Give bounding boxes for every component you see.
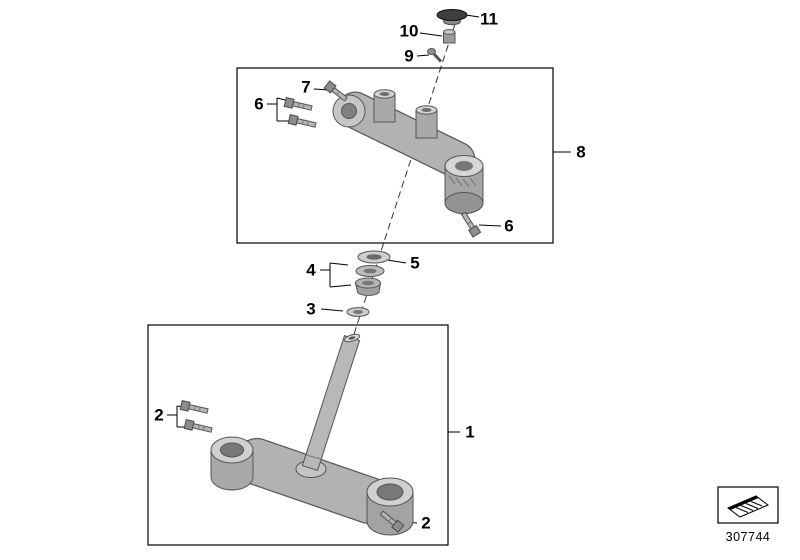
bushing-part xyxy=(443,29,456,44)
clamp-bolt xyxy=(183,418,213,433)
clamp-bolt xyxy=(179,399,209,414)
callout-7[interactable]: 7 xyxy=(301,77,311,97)
callout-2-left[interactable]: 2 xyxy=(154,405,164,425)
callout-1[interactable]: 1 xyxy=(465,422,475,442)
callout-2-bottom[interactable]: 2 xyxy=(421,513,431,533)
callout-4[interactable]: 4 xyxy=(306,260,316,280)
top-washer-part xyxy=(357,250,391,264)
callout-6-right[interactable]: 6 xyxy=(504,216,514,236)
callout-3[interactable]: 3 xyxy=(306,299,316,319)
callout-10[interactable]: 10 xyxy=(399,21,419,41)
callout-5[interactable]: 5 xyxy=(410,253,420,273)
clamp-bolt xyxy=(283,96,313,111)
bearing-rings-part xyxy=(354,265,385,297)
clamp-bolt xyxy=(460,211,482,238)
lower-fork-bridge xyxy=(210,333,414,536)
parts-catalog-logo-icon xyxy=(727,495,769,518)
catalog-logo-box xyxy=(717,486,779,524)
callout-8[interactable]: 8 xyxy=(576,142,586,162)
top-cap-part xyxy=(436,9,468,26)
clamp-bolt xyxy=(379,510,405,533)
upper-assembly-frame xyxy=(236,67,554,244)
small-screw-part xyxy=(427,48,443,63)
seal-ring-part xyxy=(346,307,370,317)
lower-assembly-frame xyxy=(147,324,449,546)
upper-fork-bridge xyxy=(332,89,484,214)
callout-9[interactable]: 9 xyxy=(404,46,414,66)
callout-6-left[interactable]: 6 xyxy=(254,94,264,114)
clamp-bolt xyxy=(323,80,348,102)
callout-11[interactable]: 11 xyxy=(480,9,498,29)
diagram-part-number: 307744 xyxy=(725,530,771,544)
clamp-bolt xyxy=(287,113,317,128)
